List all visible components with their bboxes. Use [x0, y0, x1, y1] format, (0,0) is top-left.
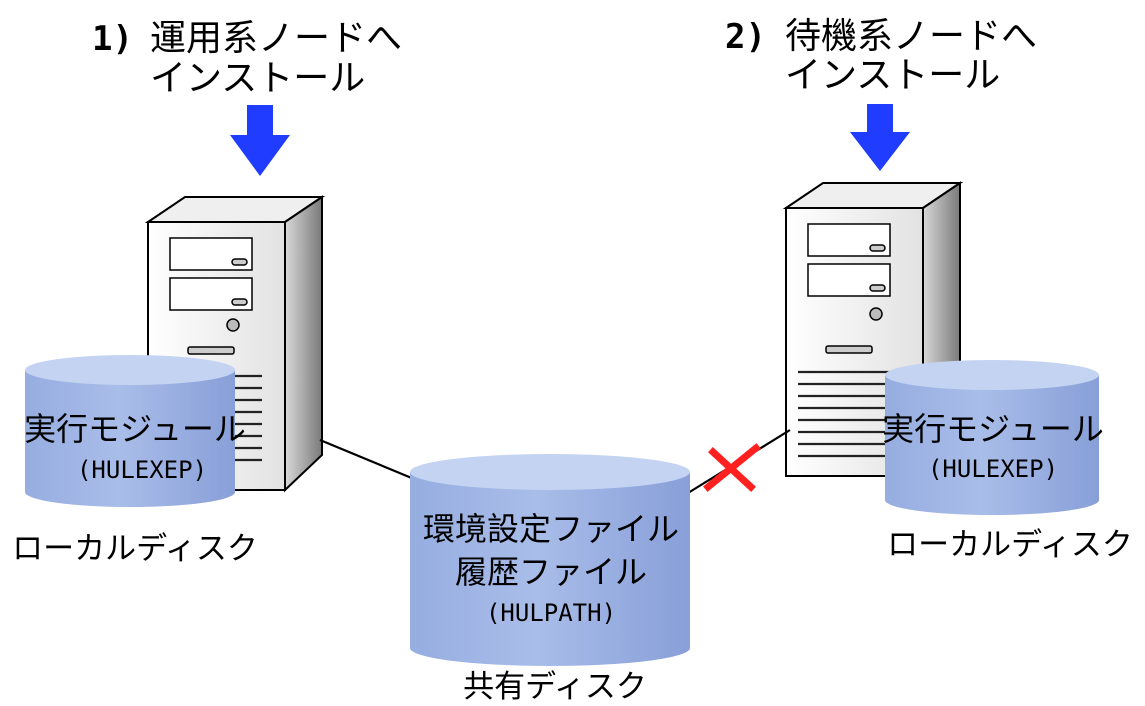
- shared-disk-caption: 共有ディスク: [463, 669, 647, 705]
- shared-disk-icon: [410, 454, 690, 666]
- standby-disk-module-label: 実行モジュール: [882, 410, 1104, 448]
- server-vents: [798, 370, 900, 458]
- active-node-step-number: 1): [92, 19, 133, 59]
- server-side-panel: [284, 195, 323, 493]
- disk-top: [410, 454, 690, 490]
- disk-top: [25, 355, 235, 385]
- active-to-shared-connector: [319, 438, 415, 481]
- standby-node-title-line1: 待機系ノードへ: [785, 16, 1037, 57]
- server-drive-slot: [231, 298, 248, 306]
- standby-disk-module-code: (HULEXEP): [928, 455, 1058, 483]
- standby-node-title-line2: インストール: [785, 55, 1000, 96]
- arrow-down-icon: [850, 104, 910, 171]
- disk-body: [25, 370, 235, 507]
- active-disk-caption: ローカルディスク: [12, 531, 258, 567]
- standby-node-step-number: 2): [725, 17, 766, 57]
- server-drive-slot: [231, 258, 248, 266]
- server-drive-slot: [869, 284, 886, 292]
- active-node-title-line2: インストール: [150, 58, 365, 99]
- arrow-down-icon: [230, 105, 290, 176]
- server-drive-slot: [869, 244, 886, 252]
- server-power-button: [869, 307, 883, 321]
- standby-disk-caption: ローカルディスク: [887, 527, 1133, 563]
- cross-icon: [703, 443, 761, 492]
- shared-disk-path-code: (HULPATH): [486, 599, 616, 627]
- standby-local-disk-icon: [885, 360, 1099, 515]
- active-node-title-line1: 運用系ノードへ: [150, 18, 402, 59]
- active-disk-module-code: (HULEXEP): [77, 456, 207, 484]
- cross-stroke: [708, 447, 756, 492]
- disk-top: [885, 360, 1099, 390]
- server-front-slot: [187, 346, 235, 355]
- active-disk-module-label: 実行モジュール: [24, 410, 246, 448]
- server-power-button: [226, 318, 240, 332]
- disk-body: [885, 375, 1099, 515]
- server-front-slot: [825, 345, 873, 354]
- shared-disk-history-label: 履歴ファイル: [455, 553, 647, 591]
- shared-disk-config-label: 環境設定ファイル: [423, 510, 679, 548]
- active-local-disk-icon: [25, 355, 235, 507]
- disk-body: [410, 472, 690, 666]
